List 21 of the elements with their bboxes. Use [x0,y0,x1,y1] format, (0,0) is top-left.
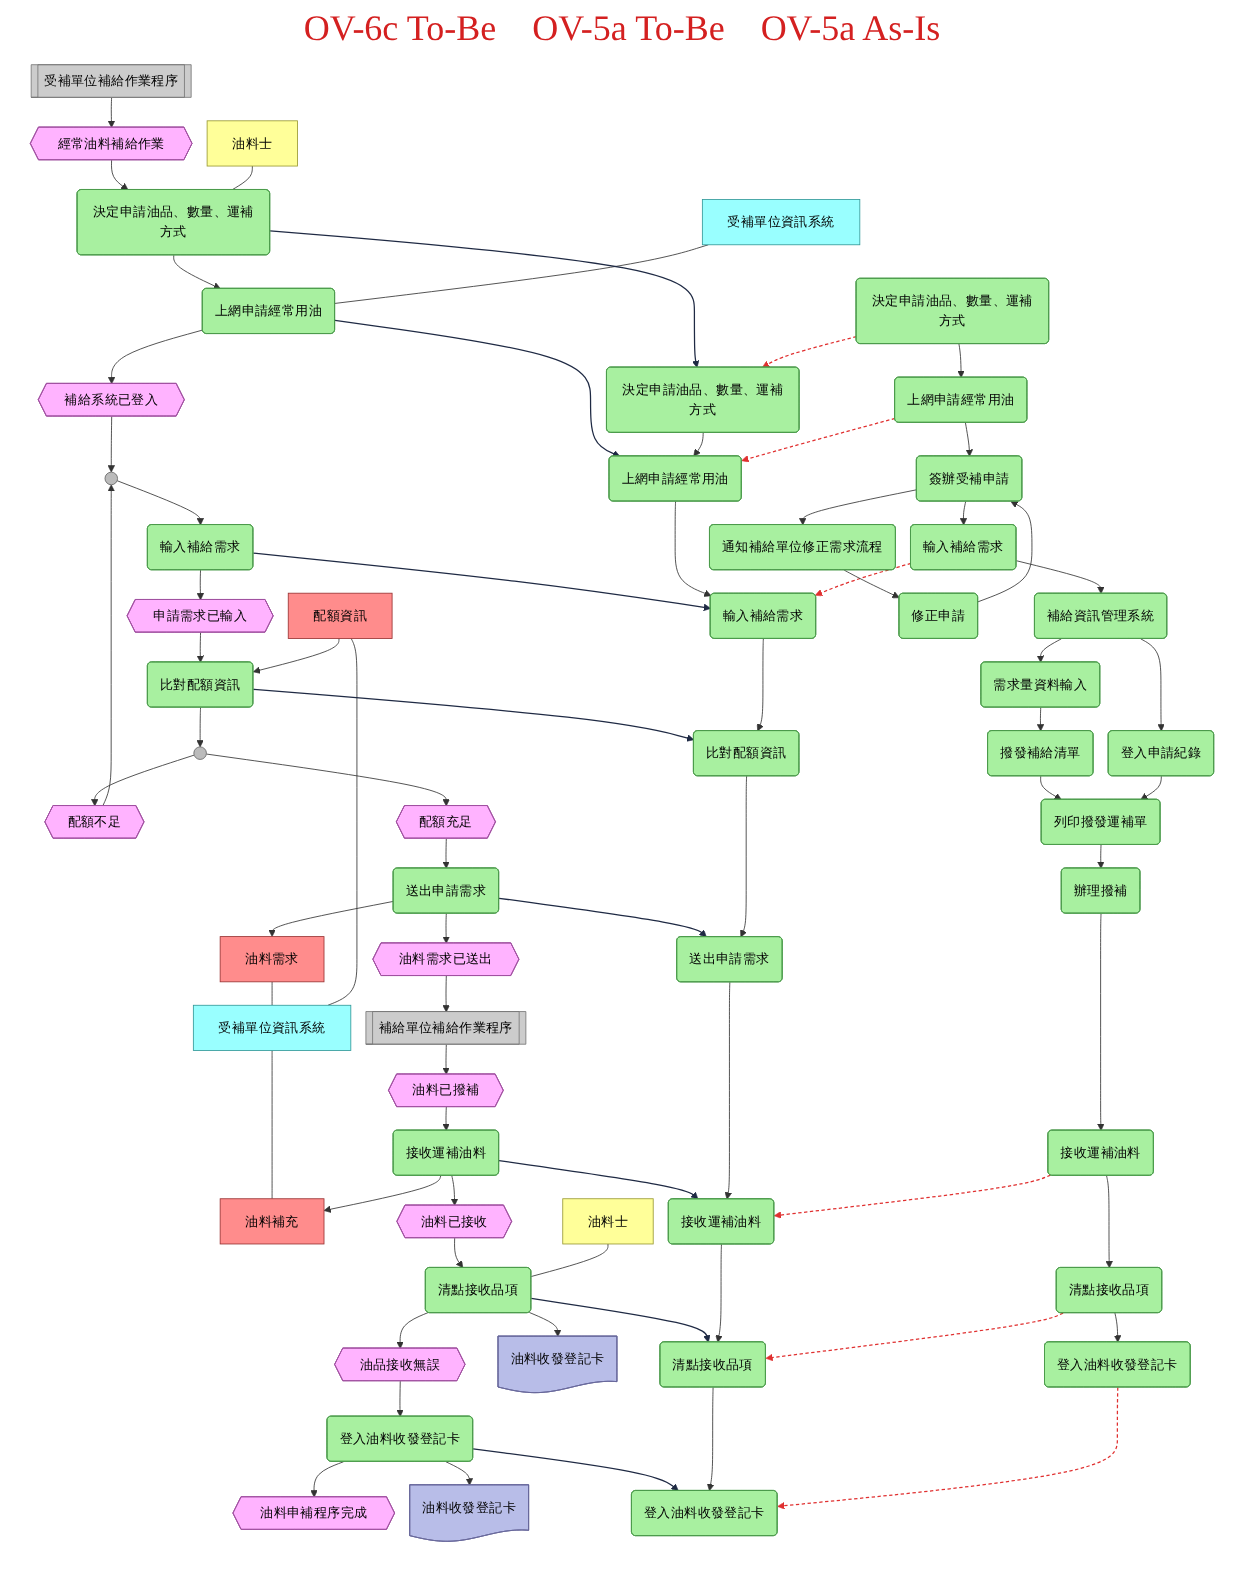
node-circle [104,471,118,486]
arrow [334,319,621,458]
connector [327,638,358,1006]
arrow [498,897,707,938]
section-heading: OV-5a As-Is [760,8,941,50]
section-heading: OV-6c To-Be [303,8,497,50]
arrow [777,1386,1119,1510]
section-heading: OV-5a To-Be [532,8,725,50]
arrow [762,336,858,368]
connector [334,244,709,304]
node-circle [193,746,207,760]
arrow [741,417,896,463]
arrow [498,1160,699,1200]
arrow [269,230,700,368]
arrow [472,1448,679,1492]
connector [530,1243,609,1277]
arrow [252,552,711,612]
arrow [773,1174,1052,1219]
arrow [765,1312,1064,1362]
arrow [252,688,695,742]
connector [231,165,253,191]
